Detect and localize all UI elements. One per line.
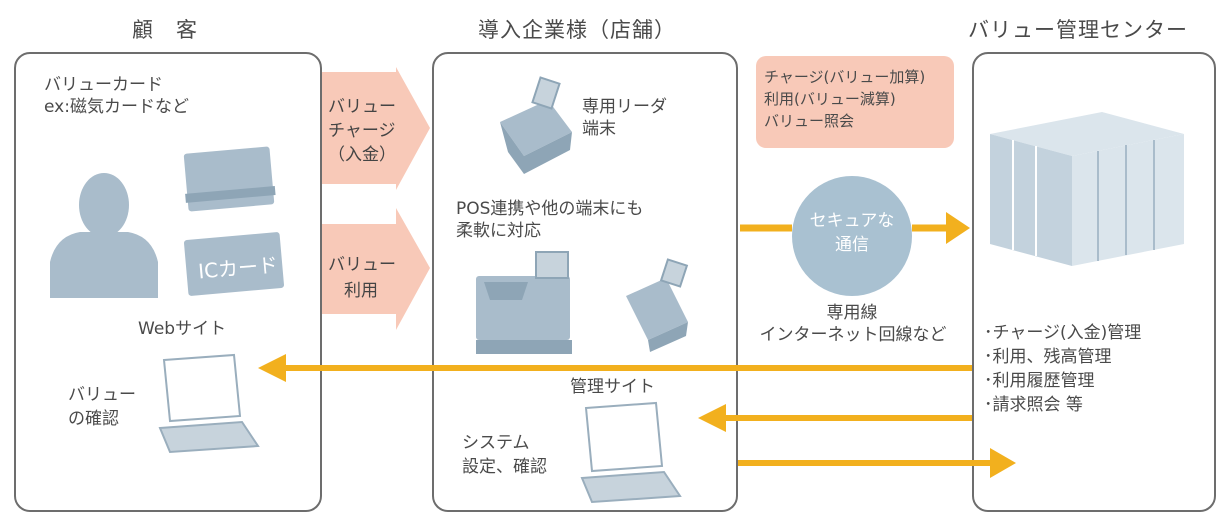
operations-box bbox=[756, 56, 954, 148]
web-site-label: Webサイト bbox=[138, 319, 227, 339]
pos-label-line1: POS連携や他の端末にも bbox=[456, 199, 644, 219]
pos-register-icon bbox=[476, 251, 572, 354]
small-terminal-icon bbox=[626, 258, 689, 352]
line-type-line1: 専用線 bbox=[826, 303, 878, 323]
value-confirm-line1: バリュー bbox=[68, 385, 136, 405]
admin-site-label: 管理サイト bbox=[570, 377, 655, 397]
reader-label-line2: 端末 bbox=[582, 119, 616, 139]
admin-arrowhead bbox=[698, 404, 726, 432]
center-item-charge: ･チャージ(入金)管理 bbox=[984, 323, 1142, 343]
value-card-example: ex:磁気カードなど bbox=[44, 97, 189, 117]
server-rack-icon bbox=[990, 112, 1184, 266]
secure-line1: セキュアな bbox=[809, 211, 895, 231]
reader-label-line1: 専用リーダ bbox=[582, 97, 667, 117]
use-arrow bbox=[322, 208, 430, 330]
system-label-line2: 設定、確認 bbox=[462, 457, 547, 477]
magnetic-card-icon bbox=[183, 146, 276, 212]
use-arrow-line1: バリュー bbox=[328, 255, 396, 275]
use-arrow-line2: 利用 bbox=[344, 281, 378, 301]
pos-label-line2: 柔軟に対応 bbox=[456, 221, 541, 241]
operations-line3: バリュー照会 bbox=[764, 112, 855, 130]
system-arrowhead bbox=[990, 448, 1016, 478]
customer-laptop-icon bbox=[158, 353, 260, 454]
secure-line2: 通信 bbox=[835, 235, 869, 255]
charge-arrow bbox=[322, 67, 430, 190]
operations-line2: 利用(バリュー減算) bbox=[764, 90, 896, 108]
center-item-history: ･利用履歴管理 bbox=[984, 371, 1095, 391]
charge-arrow-line2: チャージ bbox=[328, 121, 396, 141]
value-confirm-line2: の確認 bbox=[68, 409, 119, 429]
value-card-label: バリューカード bbox=[44, 75, 163, 95]
charge-arrow-line3: （入金） bbox=[328, 145, 396, 165]
operations-line1: チャージ(バリュー加算) bbox=[764, 68, 926, 86]
customer-person-icon bbox=[50, 173, 158, 298]
center-item-billing: ･請求照会 等 bbox=[984, 395, 1083, 415]
web-arrowhead bbox=[258, 354, 286, 382]
card-reader-icon bbox=[500, 76, 572, 174]
center-header: バリュー管理センター bbox=[968, 18, 1188, 42]
secure-circle bbox=[792, 176, 912, 296]
ic-card-icon bbox=[183, 232, 285, 296]
store-laptop-icon bbox=[580, 401, 682, 504]
system-label-line1: システム bbox=[462, 433, 530, 453]
secure-arrowhead bbox=[946, 212, 970, 244]
center-item-balance: ･利用、残高管理 bbox=[984, 347, 1112, 367]
store-header: 導入企業様（店舗） bbox=[478, 18, 676, 42]
customer-header: 顧 客 bbox=[132, 18, 198, 42]
line-type-line2: インターネット回線など bbox=[759, 325, 947, 345]
charge-arrow-line1: バリュー bbox=[328, 97, 396, 117]
